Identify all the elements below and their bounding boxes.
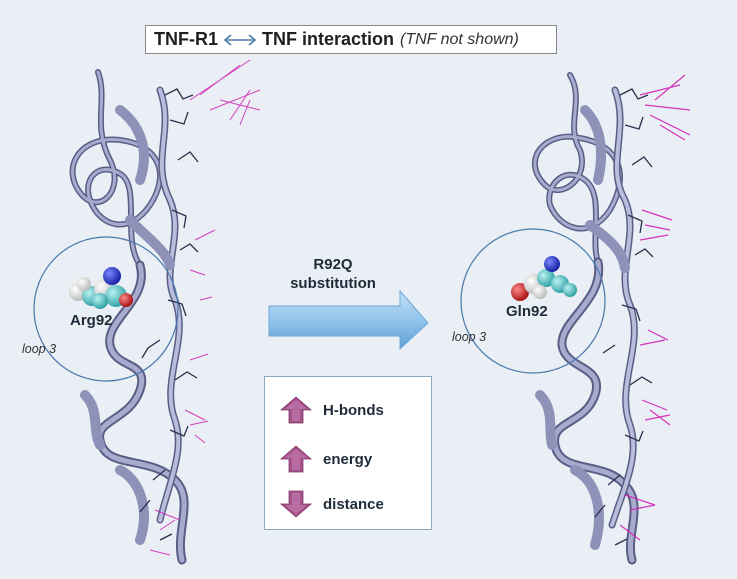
legend-box: H-bonds energy distance [264,376,432,530]
left-side-chains [139,88,199,541]
title-note: (TNF not shown) [400,30,519,48]
right-loop3-circle [460,228,606,374]
legend-distance-label: distance [323,495,384,513]
legend-row-distance: distance [279,489,384,519]
gln92-spacefill [511,256,577,301]
up-arrow-icon [279,445,313,473]
right-interaction-dots [619,74,691,541]
left-interaction-dots [149,59,261,556]
double-arrow-icon [223,33,257,46]
substitution-line1: R92Q [313,256,353,273]
substitution-arrow [268,289,429,351]
left-loop3-label: loop 3 [22,342,57,356]
up-arrow-icon [279,396,313,424]
down-arrow-icon [279,490,313,518]
legend-hbonds-label: H-bonds [323,401,384,419]
title-tnfr1: TNF-R1 [154,29,218,49]
arg92-label: Arg92 [70,312,113,329]
arg92-spacefill [69,267,133,309]
figure-title: TNF-R1 TNF interaction (TNF not shown) [145,25,557,54]
gln92-label: Gln92 [506,303,548,320]
right-protein-ribbon [531,72,639,565]
title-tnf-interaction: TNF interaction [262,29,395,49]
legend-energy-label: energy [323,450,373,468]
legend-row-hbonds: H-bonds [279,395,384,425]
right-loop3-label: loop 3 [452,330,487,344]
left-loop3-circle [33,236,179,382]
left-protein-ribbon [69,69,189,565]
right-side-chains [594,88,654,546]
substitution-line2: substitution [290,275,376,292]
legend-row-energy: energy [279,444,372,474]
